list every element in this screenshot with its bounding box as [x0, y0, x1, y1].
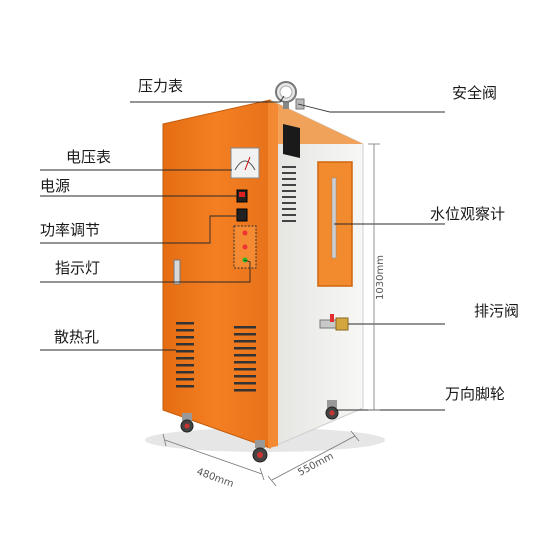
label-pressure-gauge: 压力表: [138, 77, 184, 95]
heat-vents-right: [234, 326, 256, 392]
side-vents-top: [282, 166, 296, 222]
side-vent-window: [283, 124, 300, 158]
front-edge: [268, 102, 278, 448]
depth-dimension-label: 550mm: [296, 451, 335, 479]
label-drain-valve: 排污阀: [474, 302, 520, 320]
label-power-adjust: 功率调节: [40, 221, 101, 239]
label-power: 电源: [40, 177, 71, 195]
height-dimension-label: 1030mm: [375, 255, 386, 300]
water-level-tube: [331, 177, 337, 259]
door-handle: [173, 259, 181, 285]
drain-valve-icon: [330, 314, 334, 322]
label-indicator-light: 指示灯: [55, 259, 101, 277]
label-water-level-gauge: 水位观察计: [430, 205, 506, 223]
depth-dimension: [267, 430, 360, 487]
width-dimension-label: 480mm: [195, 466, 235, 490]
label-safety-valve: 安全阀: [452, 84, 498, 102]
callout-lines: [40, 95, 445, 411]
drain-pipe: [319, 319, 339, 329]
label-voltmeter: 电压表: [66, 148, 112, 166]
heat-vents-left: [176, 322, 194, 388]
indicator-light-red2-icon: [242, 244, 248, 250]
height-dimension: [368, 143, 380, 411]
label-casters: 万向脚轮: [445, 385, 506, 403]
drain-valve-body: [335, 317, 349, 331]
width-dimension: [162, 433, 265, 481]
voltmeter-icon: [230, 147, 260, 179]
power-adjust-icon: [236, 208, 248, 222]
label-heat-vents: 散热孔: [54, 328, 100, 346]
indicator-light-red-icon: [242, 230, 248, 236]
safety-valve-icon: [295, 98, 305, 110]
